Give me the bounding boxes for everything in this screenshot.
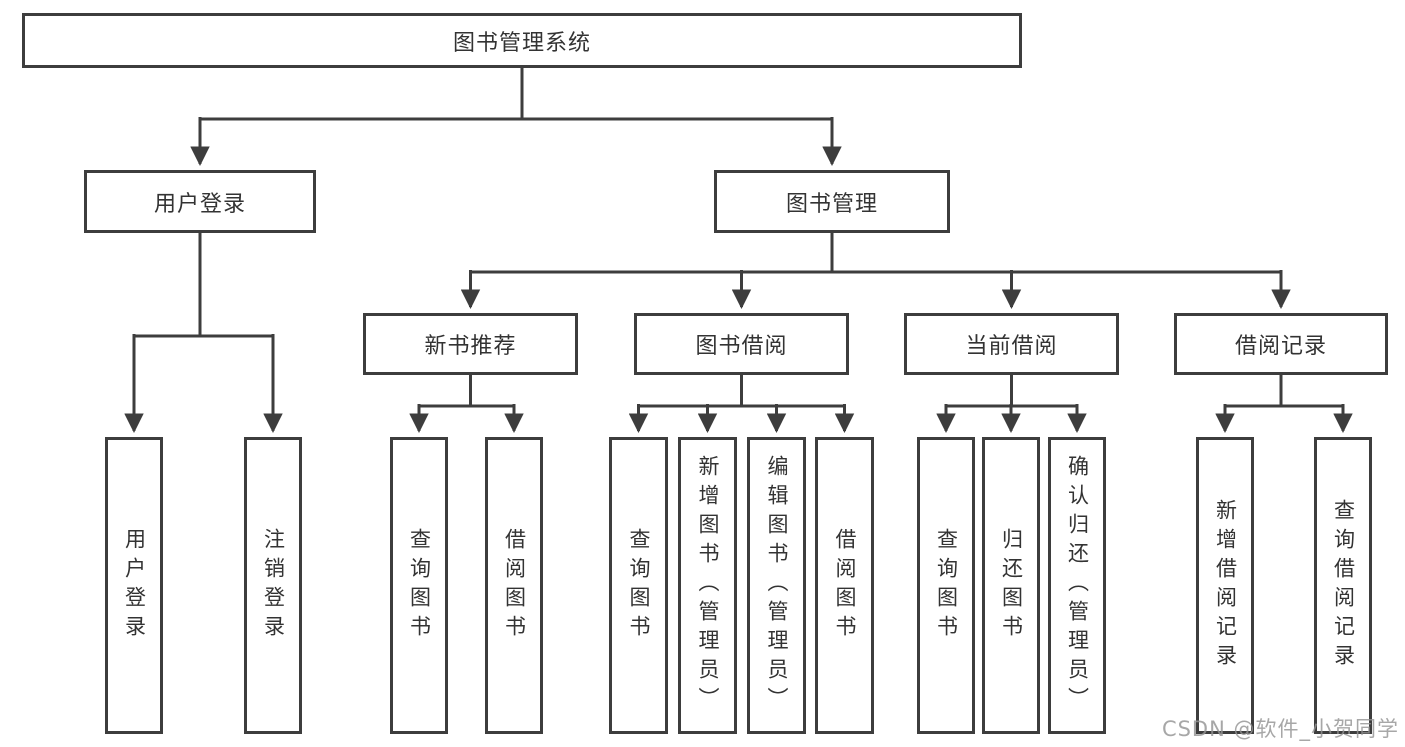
leaf-user-login-label: 用户登录 [122, 527, 147, 644]
leaf-edit-books-admin: 编辑图书（管理员） [747, 437, 806, 734]
leaf-logout: 注销登录 [244, 437, 302, 734]
leaf-borrow-books: 借阅图书 [815, 437, 874, 734]
node-book-management-label: 图书管理 [785, 191, 878, 217]
leaf-query-books-borrowing: 查询图书 [609, 437, 668, 734]
leaf-query-borrow-record: 查询借阅记录 [1314, 437, 1372, 734]
leaf-add-books-admin-label: 新增图书（管理员） [696, 455, 720, 716]
node-current-borrowing-label: 当前借阅 [965, 334, 1058, 359]
leaf-return-books-label: 归还图书 [999, 527, 1024, 644]
node-library-system: 图书管理系统 [22, 13, 1022, 68]
leaf-logout-label: 注销登录 [261, 527, 286, 644]
leaf-confirm-return-admin-label: 确认归还（管理员） [1065, 455, 1090, 716]
leaf-add-books-admin: 新增图书（管理员） [678, 437, 737, 734]
node-book-management: 图书管理 [714, 170, 950, 233]
leaf-query-books-borrowing-label: 查询图书 [627, 527, 651, 644]
leaf-edit-books-admin-label: 编辑图书（管理员） [765, 455, 789, 716]
node-book-borrowing-label: 图书借阅 [695, 334, 788, 359]
leaf-query-borrow-record-label: 查询借阅记录 [1331, 498, 1356, 673]
leaf-user-login: 用户登录 [105, 437, 163, 734]
node-borrow-records: 借阅记录 [1174, 313, 1388, 375]
leaf-borrow-books-label: 借阅图书 [833, 527, 857, 644]
leaf-add-borrow-record: 新增借阅记录 [1196, 437, 1254, 734]
leaf-borrow-books-recommend: 借阅图书 [485, 437, 543, 734]
node-library-system-label: 图书管理系统 [452, 30, 591, 56]
leaf-confirm-return-admin: 确认归还（管理员） [1048, 437, 1106, 734]
node-borrow-records-label: 借阅记录 [1234, 334, 1327, 359]
leaf-add-borrow-record-label: 新增借阅记录 [1213, 498, 1238, 673]
node-user-login-label: 用户登录 [153, 191, 246, 217]
node-new-book-recommend-label: 新书推荐 [424, 334, 517, 359]
csdn-watermark: CSDN @软件_小贺同学 [1161, 717, 1399, 741]
leaf-query-books-recommend-label: 查询图书 [407, 527, 432, 644]
leaf-borrow-books-recommend-label: 借阅图书 [502, 527, 527, 644]
leaf-query-books-current-label: 查询图书 [934, 527, 959, 644]
leaf-return-books: 归还图书 [982, 437, 1040, 734]
leaf-query-books-recommend: 查询图书 [390, 437, 448, 734]
node-current-borrowing: 当前借阅 [904, 313, 1119, 375]
leaf-query-books-current: 查询图书 [917, 437, 975, 734]
node-new-book-recommend: 新书推荐 [363, 313, 578, 375]
node-user-login: 用户登录 [84, 170, 316, 233]
node-book-borrowing: 图书借阅 [634, 313, 849, 375]
